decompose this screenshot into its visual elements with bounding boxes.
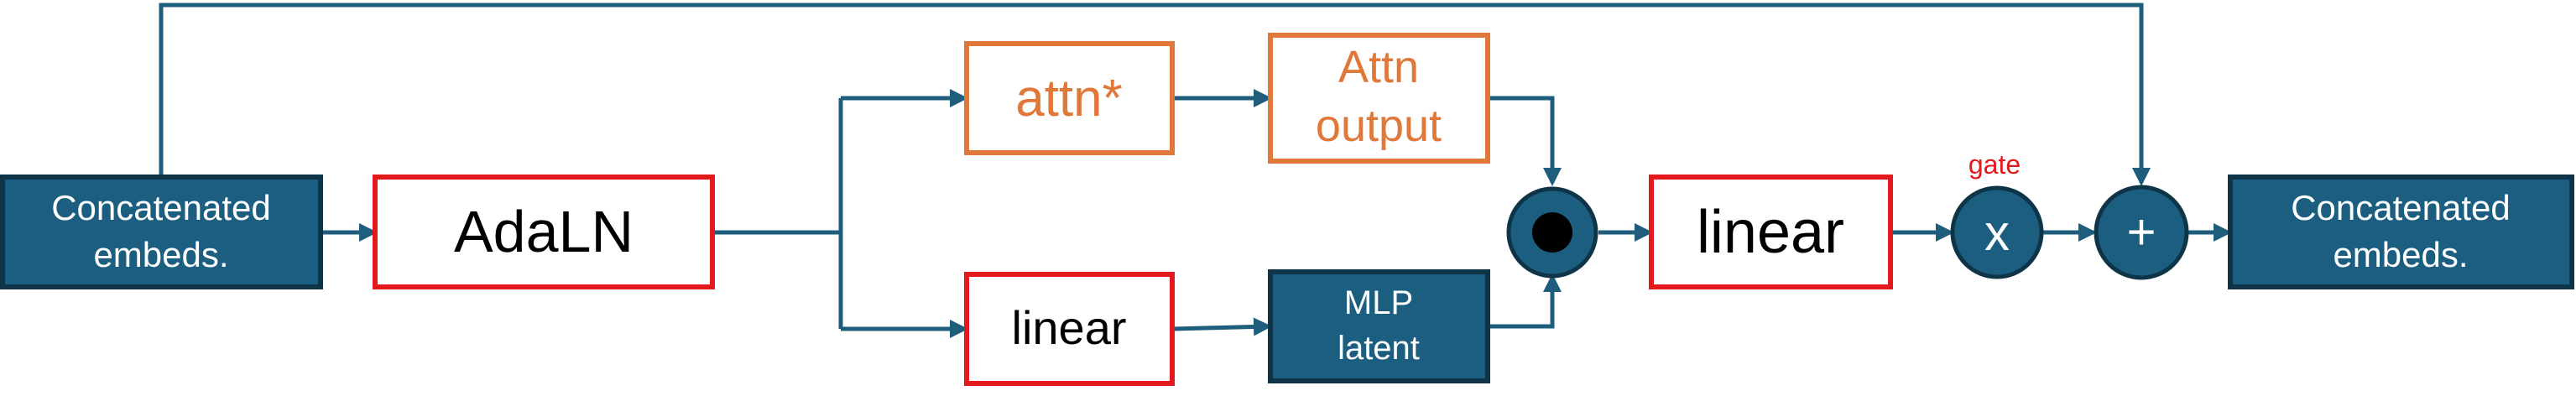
attn-label: attn* (1015, 70, 1123, 128)
input-embeds-line1: Concatenated (51, 188, 271, 227)
linear-out-node: linear (1649, 175, 1893, 289)
input-embeds-line2: embeds. (93, 235, 228, 274)
input-embeds-node: Concatenated embeds. (0, 175, 323, 289)
adaln-label: AdaLN (454, 199, 634, 264)
linear-out-label: linear (1697, 199, 1844, 266)
skip-connection-line (159, 3, 2151, 186)
output-embeds-line2: embeds. (2333, 235, 2468, 274)
attn-node: attn* (964, 41, 1175, 155)
adaln-node: AdaLN (373, 175, 715, 289)
mlp-latent-line1: MLP (1344, 284, 1413, 321)
linear-mlp-node: linear (964, 272, 1175, 386)
linear-mlp-label: linear (1012, 301, 1127, 354)
gate-multiply-node: x (1950, 185, 2044, 279)
arrow-mlp-latent-to-concat (1488, 274, 1562, 329)
attn-output-line1: Attn (1338, 42, 1419, 92)
circled-dot-icon (1506, 186, 1598, 279)
gate-multiply-label: x (1984, 205, 2010, 261)
mlp-latent-line2: latent (1338, 330, 1420, 367)
add-node: + (2094, 185, 2189, 280)
arrow-attn-output-to-concat (1488, 96, 1562, 186)
connectors (159, 3, 2232, 338)
arrow-linear-to-mlp-latent (1172, 317, 1272, 336)
gate-caption: gate (1969, 149, 2021, 180)
output-embeds-node: Concatenated embeds. (2228, 175, 2574, 289)
attn-output-node: Attn output (1268, 33, 1490, 164)
add-label: + (2126, 204, 2156, 260)
attn-output-line2: output (1316, 101, 1442, 151)
output-embeds-line1: Concatenated (2291, 188, 2511, 227)
mlp-latent-node: MLP latent (1268, 269, 1490, 383)
